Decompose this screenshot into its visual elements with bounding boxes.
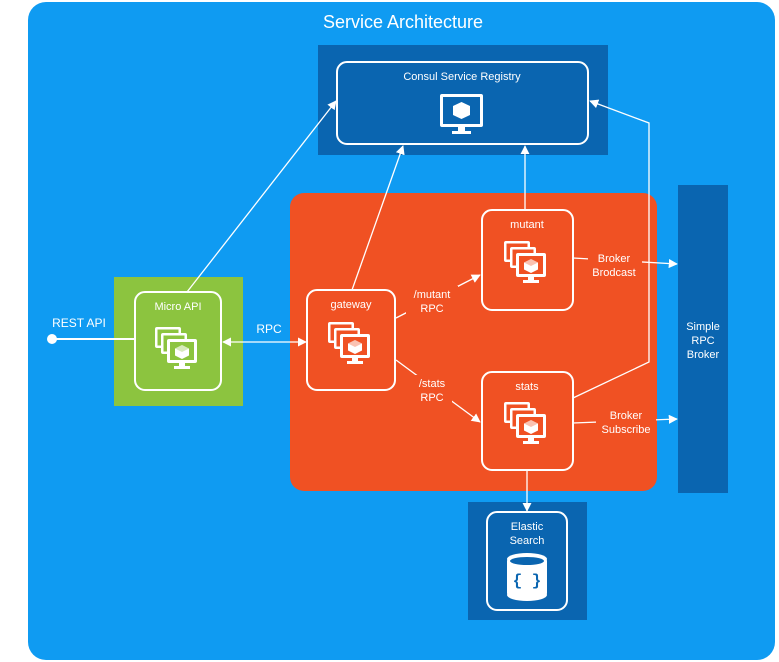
- stats-label: stats: [515, 381, 539, 393]
- gateway-node[interactable]: [306, 289, 396, 391]
- stats-rpc-label-bg: [410, 375, 452, 405]
- gateway-to-consul-edge: [351, 145, 405, 291]
- services-cluster: [290, 193, 657, 491]
- micro-api-to-consul-edge: [186, 100, 337, 293]
- broker-subscribe-label-bg: [596, 407, 656, 437]
- database-braces-icon: { }: [507, 553, 547, 601]
- broker-broadcast-label-line1: Broker: [598, 253, 631, 265]
- monitor-cube-icon: [440, 94, 483, 134]
- broker-subscribe-label-line2: Subscribe: [602, 424, 651, 436]
- micro-api-node[interactable]: [134, 291, 222, 391]
- simple-rpc-broker-node[interactable]: [678, 185, 728, 493]
- broker-subscribe-label-line1: Broker: [610, 410, 643, 422]
- elastic-label-line2: Search: [510, 535, 545, 547]
- diagram-title: Service Architecture: [323, 12, 483, 32]
- mutant-rpc-label-line2: RPC: [420, 303, 443, 315]
- rest-api-label: REST API: [52, 316, 106, 330]
- stats-rpc-label-line2: RPC: [420, 392, 443, 404]
- broker-label-line1: Simple: [686, 321, 720, 333]
- broker-broadcast-label-line2: Brodcast: [592, 267, 635, 279]
- elastic-label-line1: Elastic: [511, 521, 544, 533]
- broker-label-line3: Broker: [687, 349, 720, 361]
- mutant-label: mutant: [510, 219, 544, 231]
- elastic-search-node[interactable]: [486, 511, 568, 611]
- rpc-label: RPC: [256, 322, 282, 336]
- consul-service-registry-node[interactable]: [336, 61, 589, 145]
- mutant-rpc-label-line1: /mutant: [414, 289, 451, 301]
- broker-label-line2: RPC: [691, 335, 714, 347]
- stats-rpc-label-line1: /stats: [419, 378, 446, 390]
- mutant-node[interactable]: [481, 209, 574, 311]
- gateway-label: gateway: [331, 299, 372, 311]
- micro-api-label: Micro API: [154, 301, 201, 313]
- consul-label: Consul Service Registry: [403, 71, 521, 83]
- svg-text:{ }: { }: [513, 572, 542, 590]
- mutant-rpc-label-bg: [406, 286, 458, 316]
- rest-api-endpoint-dot: [47, 334, 57, 344]
- stats-to-consul-edge: [572, 99, 650, 399]
- broker-broadcast-label-bg: [588, 250, 642, 280]
